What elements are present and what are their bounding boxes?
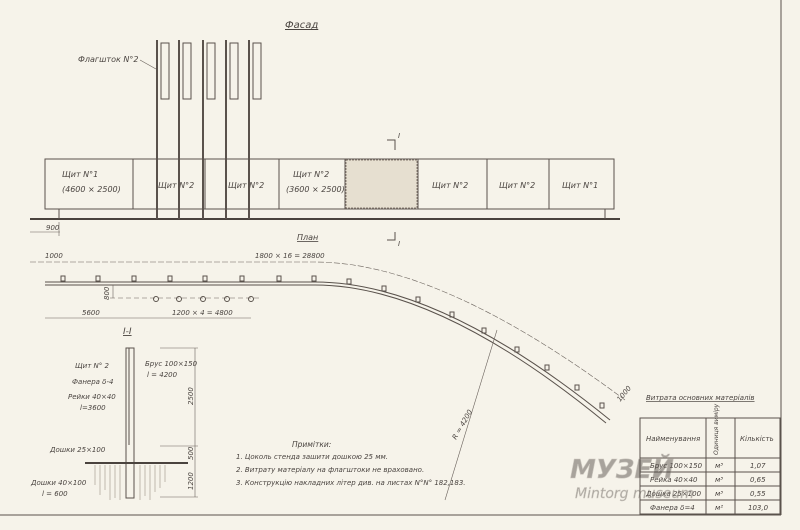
- table-row: Брус 100×150 м³ 1,07: [650, 462, 766, 470]
- svg-text:м³: м³: [715, 490, 723, 498]
- flagpoles: [156, 40, 262, 219]
- svg-text:103,0: 103,0: [748, 504, 769, 512]
- label-beam: Брус 100×150: [145, 360, 198, 368]
- table-row: Фанера δ=4 м² 103,0: [650, 504, 769, 512]
- panel-label: Щит N°2: [293, 170, 329, 179]
- svg-text:Фанера δ=4: Фанера δ=4: [650, 504, 695, 512]
- dim-1000: 1000: [45, 252, 63, 260]
- dim-spacing: 1800 × 16 = 28800: [255, 252, 325, 260]
- panel-label: Щит N°1: [62, 170, 98, 179]
- dim-1200: 1200: [187, 472, 195, 490]
- section-view: I-I 2500 500 1200 Щит N° 2 Фанера δ-4 Ре…: [30, 327, 198, 500]
- panel-label: Щит N°2: [158, 181, 194, 190]
- header-qty: Кількість: [740, 435, 774, 443]
- note-item: 3. Конструкцію накладних літер див. на л…: [236, 479, 466, 487]
- note-item: 1. Цоколь стенда зашити дошкою 25 мм.: [236, 453, 388, 461]
- panel-size: (3600 × 2500): [286, 185, 345, 194]
- svg-text:Брус 100×150: Брус 100×150: [650, 462, 703, 470]
- materials-table: Витрата основних матеріалів Найменування…: [639, 394, 781, 515]
- table-row: Рейка 40×40 м³ 0,65: [650, 476, 766, 484]
- svg-text:м³: м³: [715, 462, 723, 470]
- panel-label: Щит N°2: [499, 181, 535, 190]
- flagpole-points: [153, 296, 254, 302]
- header-unit: Одиниця виміру: [713, 403, 720, 455]
- table-row: Дошка 25×100 м³ 0,55: [645, 490, 766, 498]
- label-laths: Рейки 40×40: [68, 393, 116, 401]
- dim-2500: 2500: [187, 387, 195, 405]
- note-item: 2. Витрату матеріалу на флагштоки не вра…: [236, 466, 424, 474]
- dim-end: 1000: [615, 384, 633, 403]
- beam: [125, 347, 135, 499]
- dim-5600: 5600: [82, 309, 100, 317]
- stand-outline: [44, 158, 615, 210]
- svg-text:Рейка 40×40: Рейка 40×40: [650, 476, 698, 484]
- svg-text:Дошка 25×100: Дошка 25×100: [645, 490, 702, 498]
- section-title: I-I: [123, 327, 132, 337]
- label-laths-length: l=3600: [80, 404, 106, 412]
- letters-panel-pattern: [345, 159, 418, 209]
- flagpole-label: Флагшток N°2: [78, 55, 138, 64]
- label-boards-25: Дошки 25×100: [49, 446, 106, 454]
- svg-text:Mintorg museum: Mintorg museum: [575, 486, 694, 502]
- facade-title: Фасад: [285, 20, 318, 31]
- section-mark-label: I: [398, 240, 400, 248]
- panel-dividers: [132, 159, 550, 209]
- radius-line: [444, 329, 498, 501]
- notes: Примітки: 1. Цоколь стенда зашити дошкою…: [236, 440, 466, 487]
- svg-text:0,65: 0,65: [750, 476, 766, 484]
- stand-plan-line: [45, 281, 611, 421]
- notes-title: Примітки:: [292, 440, 331, 449]
- dimension-lines: [160, 347, 198, 498]
- dim-500: 500: [187, 446, 195, 460]
- dim-posts: 1200 × 4 = 4800: [172, 309, 233, 317]
- section-mark-top: [387, 139, 396, 150]
- plan-title: План: [297, 233, 318, 242]
- dim-800: 800: [103, 286, 111, 300]
- plan-posts: [60, 275, 605, 409]
- panel-label: Щит N°2: [432, 181, 468, 190]
- section-mark-label: I: [398, 132, 400, 140]
- panel-size: (4600 × 2500): [62, 185, 121, 194]
- label-plywood: Фанера δ-4: [72, 378, 113, 386]
- dimension-arc: [30, 261, 626, 401]
- panel-label: Щит N°1: [562, 181, 598, 190]
- radius-label: R = 4200: [451, 408, 475, 441]
- dim-900: 900: [46, 224, 60, 232]
- label-boards-40: Дошки 40×100: [30, 479, 87, 487]
- header-name: Найменування: [646, 435, 700, 443]
- watermark: МУЗЕЙ Mintorg museum: [570, 453, 694, 503]
- svg-text:1,07: 1,07: [750, 462, 766, 470]
- label-panel: Щит N° 2: [75, 362, 109, 370]
- svg-text:МУЗЕЙ: МУЗЕЙ: [570, 453, 674, 485]
- ground-hatch: [94, 465, 166, 500]
- section-mark-bottom: [387, 232, 396, 241]
- svg-text:м²: м²: [715, 504, 723, 512]
- label-boards-length: l = 600: [42, 490, 68, 498]
- facade-view: Фасад Щит N°1 (4600 × 2500) Щит N°2 Щит …: [30, 20, 620, 248]
- panel-label: Щит N°2: [228, 181, 264, 190]
- table-title: Витрата основних матеріалів: [646, 394, 755, 402]
- svg-text:м³: м³: [715, 476, 723, 484]
- label-beam-length: l = 4200: [147, 371, 178, 379]
- svg-text:0,55: 0,55: [750, 490, 766, 498]
